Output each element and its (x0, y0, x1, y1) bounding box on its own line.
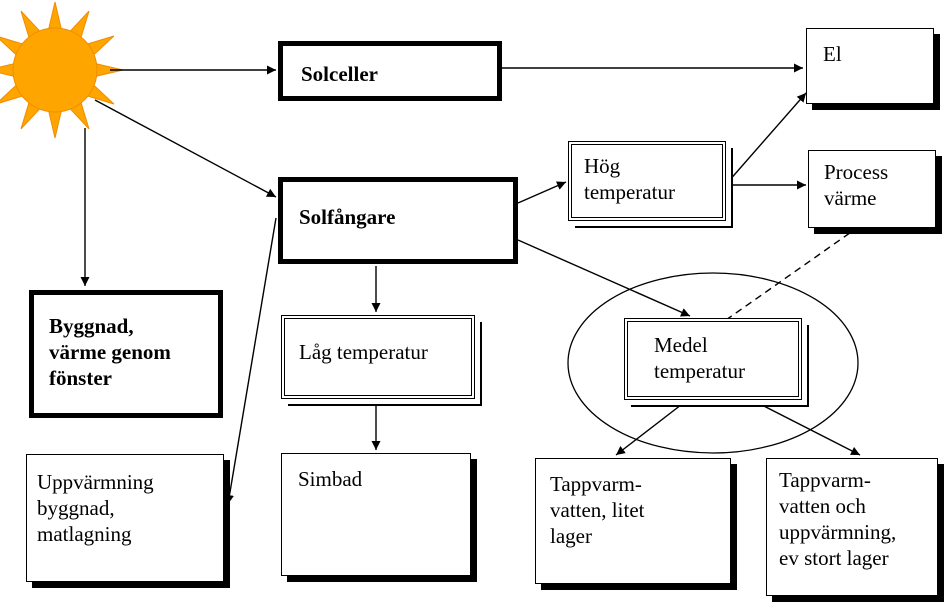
node-lag-temperatur: Låg temperatur (281, 315, 475, 399)
node-el-label: El (823, 42, 842, 66)
node-medel-temperatur-label: Medel temperatur (654, 333, 745, 383)
arrow-solfangare-hog (517, 181, 567, 204)
arrow-medel-tappvarm-stort (751, 399, 861, 456)
arrow-solfangare-medel (517, 239, 691, 317)
node-el: El (806, 28, 934, 104)
arrow-medel-process-dashed (725, 222, 865, 321)
node-uppvarmning: Uppvärmning byggnad, matlagning (26, 454, 224, 582)
node-tappvarm-litet-label: Tappvarm- vatten, litet lager (550, 472, 645, 548)
node-tappvarm-litet: Tappvarm- vatten, litet lager (535, 458, 731, 584)
medel-ellipse (567, 272, 859, 454)
sun-icon (0, 1, 124, 139)
node-lag-temperatur-label: Låg temperatur (299, 340, 428, 364)
node-hog-temperatur-label: Hög temperatur (584, 154, 675, 204)
node-solfangare-label: Solfångare (299, 205, 396, 229)
node-tappvarm-stort-label: Tappvarm- vatten och uppvärmning, ev sto… (779, 468, 897, 570)
node-uppvarmning-label: Uppvärmning byggnad, matlagning (37, 470, 154, 546)
node-simbad-label: Simbad (298, 467, 363, 491)
node-simbad: Simbad (281, 453, 471, 576)
node-byggnad-label: Byggnad, värme genom fönster (49, 314, 171, 390)
node-solceller: Solceller (278, 41, 502, 101)
node-solfangare: Solfångare (278, 177, 518, 264)
node-tappvarm-stort: Tappvarm- vatten och uppvärmning, ev sto… (766, 458, 938, 596)
arrow-sun-solfangare (94, 99, 277, 198)
node-byggnad: Byggnad, värme genom fönster (29, 290, 223, 418)
node-solceller-label: Solceller (301, 62, 378, 86)
arrow-hog-el (727, 92, 807, 183)
node-medel-temperatur: Medel temperatur (624, 318, 802, 400)
arrow-medel-tappvarm-litet (615, 397, 691, 456)
node-process-varme: Process värme (808, 150, 936, 228)
node-hog-temperatur: Hög temperatur (568, 141, 726, 221)
arrow-solfangare-uppvarmning (225, 217, 277, 505)
node-process-varme-label: Process värme (824, 160, 889, 210)
